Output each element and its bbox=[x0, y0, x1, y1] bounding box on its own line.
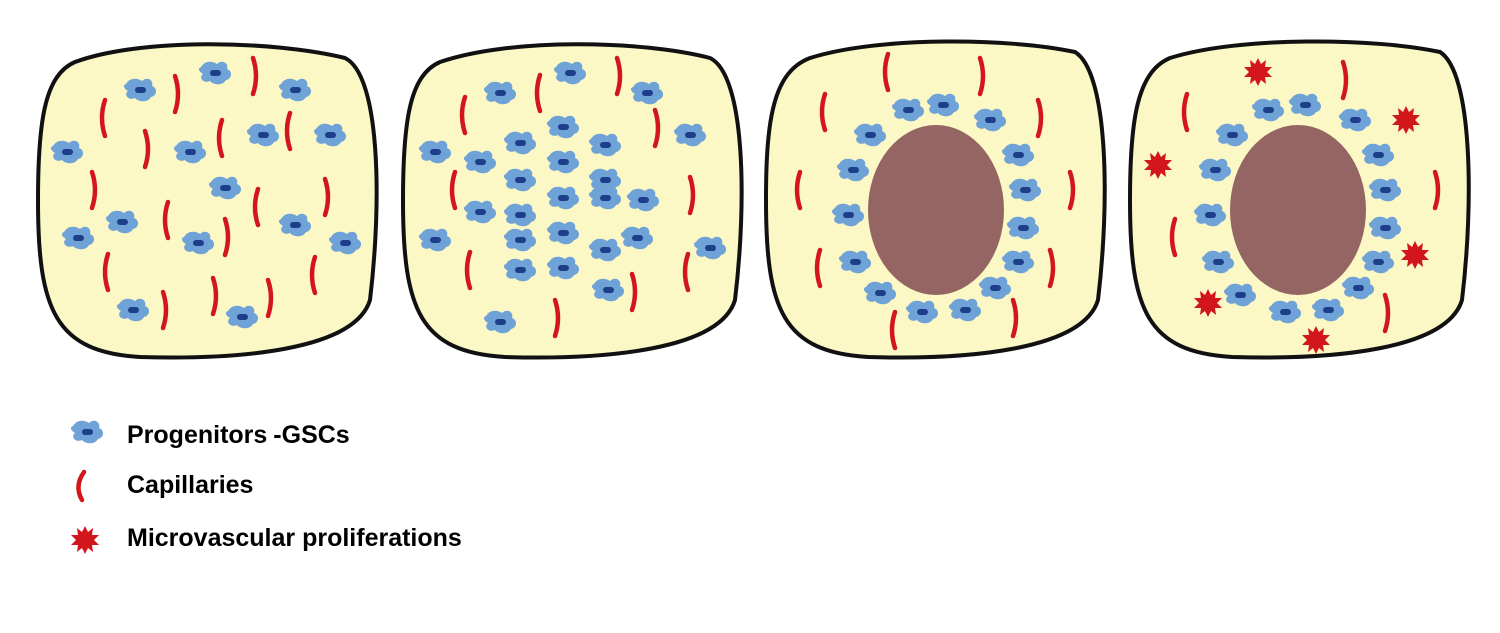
capillary-icon bbox=[89, 169, 98, 211]
tumor-panel-stage-3 bbox=[763, 39, 1107, 360]
capillary-icon bbox=[882, 51, 891, 93]
capillary-icon bbox=[284, 110, 293, 152]
capillary-icon bbox=[216, 117, 225, 159]
capillary-icon bbox=[629, 271, 638, 313]
capillary-icon bbox=[322, 176, 331, 218]
capillary-icon bbox=[1181, 91, 1190, 133]
progenitor-cell-icon bbox=[70, 420, 104, 444]
capillary-icon bbox=[652, 107, 661, 149]
capillary-icon bbox=[222, 216, 231, 258]
capillary-icon bbox=[459, 94, 468, 136]
capillary-icon bbox=[794, 169, 803, 211]
capillary-icon bbox=[1169, 216, 1178, 258]
capillary-icon bbox=[449, 169, 458, 211]
capillary-icon bbox=[142, 128, 151, 170]
necrotic-core bbox=[868, 125, 1004, 295]
legend-item-proliferations: Microvascular proliferations bbox=[71, 524, 462, 554]
tissue-outline bbox=[35, 42, 379, 360]
capillary-icon bbox=[1432, 169, 1441, 211]
capillary-icon bbox=[1047, 247, 1056, 289]
capillary-icon bbox=[977, 55, 986, 97]
capillary-icon bbox=[1340, 59, 1349, 101]
capillary-icon bbox=[614, 55, 623, 97]
capillary-icon bbox=[889, 309, 898, 351]
capillary-icon bbox=[1382, 292, 1391, 334]
capillary-icon bbox=[464, 249, 473, 291]
tumor-panel-stage-4 bbox=[1127, 39, 1471, 360]
capillary-icon bbox=[1035, 97, 1044, 139]
legend-label-proliferations: Microvascular proliferations bbox=[127, 524, 462, 552]
capillary-icon bbox=[210, 275, 219, 317]
panels bbox=[35, 39, 1471, 360]
tumor-panel-stage-2 bbox=[400, 42, 744, 360]
capillary-icon bbox=[819, 91, 828, 133]
capillary-icon bbox=[172, 73, 181, 115]
capillary-icon bbox=[687, 174, 696, 216]
legend-label-capillaries: Capillaries bbox=[127, 471, 253, 499]
tumor-panel-stage-1 bbox=[35, 42, 379, 360]
capillary-icon bbox=[76, 469, 87, 503]
microvascular-proliferation-icon bbox=[71, 526, 99, 554]
legend-label-progenitors: Progenitors-GSCs bbox=[127, 421, 350, 449]
capillary-icon bbox=[682, 251, 691, 293]
capillary-icon bbox=[1010, 297, 1019, 339]
capillary-icon bbox=[309, 254, 318, 296]
capillary-icon bbox=[162, 199, 171, 241]
capillary-icon bbox=[1067, 169, 1076, 211]
capillary-icon bbox=[814, 247, 823, 289]
legend-item-capillaries: Capillaries bbox=[76, 469, 253, 503]
capillary-icon bbox=[252, 186, 261, 228]
capillary-icon bbox=[160, 289, 169, 331]
capillary-icon bbox=[102, 251, 111, 293]
legend-item-progenitors: Progenitors-GSCs bbox=[70, 420, 350, 449]
capillary-icon bbox=[552, 297, 561, 339]
capillary-icon bbox=[265, 277, 274, 319]
capillary-icon bbox=[534, 72, 543, 114]
capillary-icon bbox=[99, 97, 108, 139]
capillary-icon bbox=[250, 55, 259, 97]
necrotic-core bbox=[1230, 125, 1366, 295]
legend: Progenitors-GSCs Capillaries Microvascul… bbox=[70, 420, 462, 554]
